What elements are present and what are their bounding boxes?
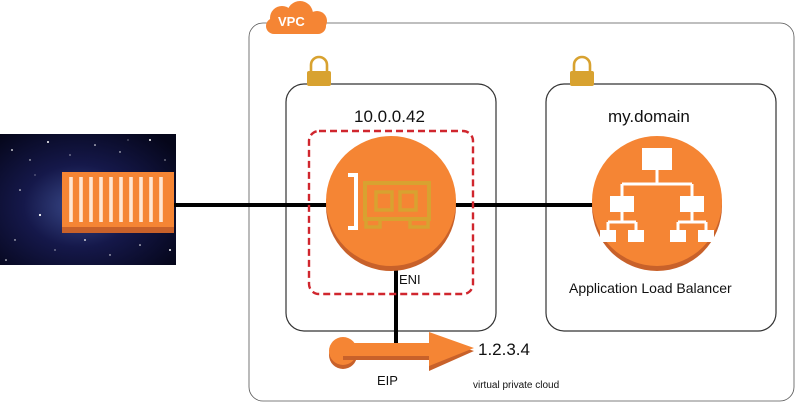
alb-label: Application Load Balancer — [569, 280, 732, 296]
cloud-icon — [266, 1, 327, 34]
network-card-icon — [326, 136, 456, 271]
container-icon — [62, 172, 174, 233]
eip-arrow-icon — [329, 332, 474, 371]
eip-address: 1.2.3.4 — [478, 340, 530, 359]
load-balancer-icon — [592, 136, 722, 271]
vpc-badge-label: VPC — [278, 14, 305, 29]
lock-icon — [307, 55, 331, 86]
subnet-right-domain: my.domain — [608, 107, 690, 126]
lock-icon — [570, 55, 594, 86]
eni-label: ENI — [399, 272, 421, 287]
subnet-right-box — [545, 83, 777, 332]
subnet-left-box — [285, 83, 497, 332]
vpc-boundary — [248, 22, 795, 402]
vpc-caption: virtual private cloud — [473, 380, 560, 391]
eip-label: EIP — [377, 373, 398, 388]
eni-selection-box — [307, 129, 475, 296]
subnet-left-ip: 10.0.0.42 — [354, 107, 425, 126]
